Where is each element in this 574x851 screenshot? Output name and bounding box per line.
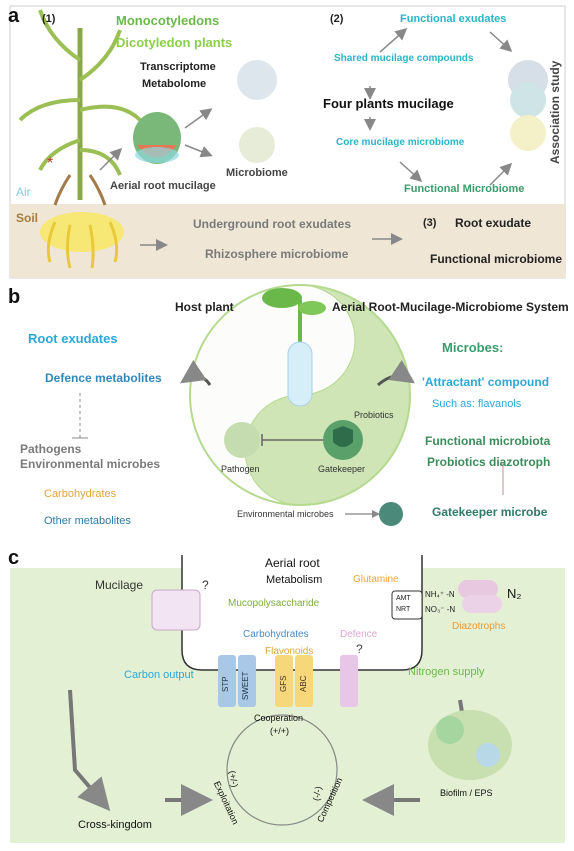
- carbohydrates-legend-label: Carbohydrates: [44, 488, 117, 500]
- carbon-output-label: Carbon output: [124, 669, 194, 681]
- cooperation-sign: (+/+): [270, 726, 290, 736]
- abc-label: ABC: [299, 675, 308, 692]
- panel-a-step-1: (1): [42, 13, 56, 25]
- amt-label: AMT: [396, 595, 411, 602]
- probiotics-diazotroph-label: Probiotics diazotroph: [427, 455, 551, 469]
- carbohydrates-label: Carbohydrates: [243, 629, 309, 640]
- mucilage-question: ?: [202, 578, 209, 592]
- association-study-label: Association study: [548, 60, 562, 164]
- aerial-root-label: Aerial root: [265, 556, 320, 570]
- association-network-2: [510, 82, 546, 118]
- svg-text:*: *: [47, 155, 53, 172]
- functional-microbiome-label: Functional Microbiome: [404, 183, 525, 195]
- underground-roots-illustration: [40, 212, 124, 269]
- flavonoids-label: Flavonoids: [265, 646, 314, 657]
- functional-microbiota-label: Functional microbiota: [425, 434, 551, 448]
- monocot-label: Monocotyledons: [116, 13, 220, 28]
- microbiome-label: Microbiome: [226, 167, 288, 179]
- environmental-microbes-small-label: Environmental microbes: [237, 509, 334, 519]
- other-metabolites-legend-label: Other metabolites: [44, 515, 131, 527]
- such-as-label: Such as: flavanols: [432, 398, 522, 410]
- sweet-label: SWEET: [241, 671, 250, 700]
- aerial-root-mucilage-label: Aerial root mucilage: [110, 180, 216, 192]
- diazotrophs-label: Diazotrophs: [452, 621, 506, 632]
- four-plants-mucilage-label: Four plants mucilage: [323, 96, 454, 111]
- probiotics-label: Probiotics: [354, 410, 394, 420]
- gatekeeper-label: Gatekeeper: [318, 464, 366, 474]
- defence-metabolites-label: Defence metabolites: [45, 371, 162, 385]
- mucilage-label: Mucilage: [95, 578, 144, 592]
- gatekeeper-microbe-label: Gatekeeper microbe: [432, 505, 548, 519]
- cross-kingdom-label: Cross-kingdom: [78, 819, 152, 831]
- root-exudate-label: Root exudate: [455, 216, 532, 230]
- transcriptome-label: Transcriptome: [140, 61, 216, 73]
- microbiome-network: [239, 127, 275, 163]
- environmental-microbes-label: Environmental microbes: [20, 457, 161, 471]
- panel-a-step-2: (2): [330, 13, 344, 25]
- root-exudates-label: Root exudates: [28, 331, 118, 346]
- underground-root-exudates-label: Underground root exudates: [193, 217, 352, 231]
- mucopolysaccharide-label: Mucopolysaccharide: [228, 598, 320, 609]
- biofilm-label: Biofilm / EPS: [440, 788, 493, 798]
- nitrogen-supply-label: Nitrogen supply: [408, 666, 485, 678]
- no3-label: NO₃⁻ -N: [425, 605, 456, 614]
- root-exudates-colon: :: [112, 331, 116, 346]
- rhizosphere-microbiome-label: Rhizosphere microbiome: [205, 247, 349, 261]
- panel-c-letter: c: [8, 547, 20, 569]
- panel-b-letter: b: [8, 286, 21, 308]
- system-title: Aerial Root-Mucilage-Microbiome System: [332, 300, 569, 314]
- nrt-label: NRT: [396, 606, 411, 613]
- pathogens-label: Pathogens: [20, 442, 82, 456]
- microbes-label: Microbes:: [442, 340, 504, 355]
- metabolome-network: [237, 60, 277, 100]
- n2-label: N₂: [507, 586, 522, 601]
- dicot-label: Dicotyledon plants: [116, 35, 233, 50]
- defence-question: ?: [356, 642, 363, 656]
- panel-c-graphics: [10, 555, 565, 843]
- functional-microbiome-step3-label: Functional microbiome: [430, 252, 563, 266]
- stp-label: STP: [221, 676, 230, 692]
- metabolism-label: Metabolism: [266, 574, 323, 586]
- core-mucilage-microbiome-label: Core mucilage microbiome: [336, 137, 465, 148]
- attractant-compound-label: 'Attractant' compound: [422, 375, 550, 389]
- functional-exudates-label: Functional exudates: [400, 13, 507, 25]
- soil-label: Soil: [16, 211, 39, 225]
- exploitation-sign: (+/-): [227, 769, 240, 789]
- glutamine-label: Glutamine: [353, 574, 399, 585]
- nh4-label: NH₄⁺ -N: [425, 590, 455, 599]
- metabolome-label: Metabolome: [142, 78, 207, 90]
- panel-a-step-3: (3): [423, 217, 437, 229]
- panel-a-arrows: [99, 28, 513, 251]
- association-network-3: [510, 115, 546, 151]
- defence-label: Defence: [340, 629, 378, 640]
- panel-a-letter: a: [8, 5, 20, 27]
- corn-plant-illustration: *: [18, 9, 142, 206]
- host-plant-label: Host plant: [175, 300, 234, 314]
- shared-mucilage-compounds-label: Shared mucilage compounds: [334, 53, 474, 64]
- aerial-root-mucilage-illustration: [133, 112, 181, 164]
- cooperation-label: Cooperation: [254, 713, 304, 723]
- gfs-label: GFS: [279, 675, 288, 692]
- panel-b-graphics: [72, 284, 504, 526]
- pathogen-label: Pathogen: [221, 464, 260, 474]
- air-label: Air: [16, 185, 31, 199]
